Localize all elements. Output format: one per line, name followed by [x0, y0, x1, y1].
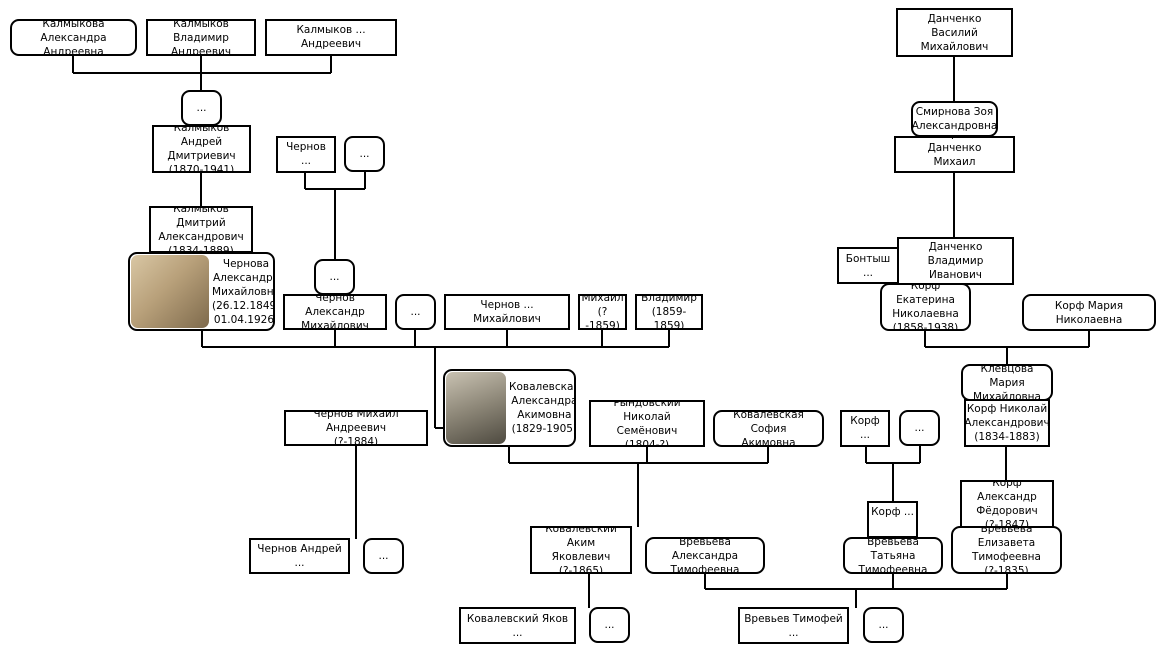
- person-p42-label: ...: [878, 619, 889, 631]
- person-p40[interactable]: Вревьева Елизавета Тимофеевна (?-1835): [951, 526, 1062, 574]
- person-p33[interactable]: Клевцова Мария Михайловна: [961, 364, 1053, 401]
- person-p25-more[interactable]: ...: [589, 607, 630, 643]
- person-p17[interactable]: Ковалевская Александра Акимовна (1829-19…: [443, 369, 576, 447]
- person-p38-label: Корф ...: [871, 506, 914, 518]
- person-p31[interactable]: Корф Екатерина Николаевна (1858-1938): [880, 283, 971, 331]
- person-p7-label: Чернова Александра Михайловна (26.12.184…: [212, 257, 275, 326]
- person-p32[interactable]: Корф Мария Николаевна: [1022, 294, 1156, 331]
- person-p30-label: Немирович-Данченко Владимир Иванович (18…: [927, 241, 984, 281]
- person-p26[interactable]: Немирович-Данченко Василий Михайлович (1…: [896, 8, 1013, 57]
- person-p5-label: Калмыков Андрей Дмитриевич (1870-1941): [167, 125, 236, 173]
- portrait-photo: [131, 255, 209, 328]
- person-p15-label: Владимир (1859-1859): [641, 294, 697, 330]
- person-p34[interactable]: Корф Николай Александрович (1834-1883): [964, 399, 1050, 447]
- person-p22[interactable]: Ковалевский Аким Яковлевич (?-1865): [530, 526, 632, 574]
- person-p24-label: Ковалевский Яков ...: [466, 612, 569, 639]
- person-p1-label: Калмыкова Александра Андреевна: [40, 19, 107, 56]
- person-p19[interactable]: Ковалевская София Акимовна: [713, 410, 824, 447]
- person-p4-label: ...: [196, 102, 207, 114]
- person-p10-more[interactable]: ...: [314, 259, 355, 295]
- person-p40-label: Вревьева Елизавета Тимофеевна (?-1835): [972, 526, 1041, 574]
- portrait-photo: [446, 372, 506, 444]
- person-p3-label: Калмыков ... Андреевич: [296, 24, 366, 50]
- person-p17-label: Ковалевская Александра Акимовна (1829-19…: [509, 381, 576, 435]
- person-p21-more[interactable]: ...: [363, 538, 404, 574]
- person-p29[interactable]: Бонтыш ...: [837, 247, 899, 284]
- person-p5[interactable]: Калмыков Андрей Дмитриевич (1870-1941): [152, 125, 251, 173]
- person-p21-label: ...: [378, 550, 389, 562]
- person-p13-label: Чернов ... Михайлович: [473, 299, 541, 325]
- person-p20[interactable]: Чернов Андрей ...: [249, 538, 350, 574]
- person-p6-label: Калмыков Дмитрий Александрович (1834-188…: [158, 206, 244, 253]
- person-p13[interactable]: Чернов ... Михайлович: [444, 294, 570, 330]
- person-p11[interactable]: Чернов Александр Михайлович: [283, 294, 387, 330]
- person-p3[interactable]: Калмыков ... Андреевич: [265, 19, 397, 56]
- person-p37-label: Корф Александр Фёдорович (?-1847): [976, 480, 1038, 528]
- person-p37[interactable]: Корф Александр Фёдорович (?-1847): [960, 480, 1054, 528]
- person-p38[interactable]: Корф ...: [867, 501, 918, 538]
- person-p36-more[interactable]: ...: [899, 410, 940, 446]
- person-p18[interactable]: Рындовский Николай Семёнович (1804-?): [589, 400, 705, 447]
- person-p23-label: Вревьева Александра Тимофеевна: [670, 537, 740, 574]
- person-p10-label: ...: [329, 271, 340, 283]
- person-p42-more[interactable]: ...: [863, 607, 904, 643]
- person-p12-more[interactable]: ...: [395, 294, 436, 330]
- person-p11-label: Чернов Александр Михайлович: [301, 294, 369, 330]
- person-p16[interactable]: Чернов Михаил Андреевич (?-1884): [284, 410, 428, 446]
- person-p29-label: Бонтыш ...: [845, 252, 891, 279]
- person-p2[interactable]: Калмыков Владимир Андреевич: [146, 19, 256, 56]
- person-p4-more[interactable]: ...: [181, 90, 222, 126]
- person-p8-label: Чернов ...: [286, 141, 326, 167]
- person-p20-label: Чернов Андрей ...: [257, 543, 342, 569]
- person-p36-label: ...: [914, 422, 925, 434]
- person-p18-label: Рындовский Николай Семёнович (1804-?): [613, 400, 681, 447]
- person-p1[interactable]: Калмыкова Александра Андреевна: [10, 19, 137, 56]
- person-p26-label: Немирович-Данченко Василий Михайлович (1…: [920, 10, 989, 55]
- person-p19-label: Ковалевская София Акимовна: [733, 410, 804, 447]
- person-p35-label: Корф ...: [850, 415, 880, 441]
- person-p14[interactable]: Михаил (?-1859): [578, 294, 627, 330]
- person-p9-label: ...: [359, 148, 370, 160]
- person-p9-more[interactable]: ...: [344, 136, 385, 172]
- person-p33-label: Клевцова Мария Михайловна: [973, 364, 1041, 401]
- person-p28-label: Немирович-Данченко Михаил Владимирович: [914, 138, 995, 171]
- person-p22-label: Ковалевский Аким Яковлевич (?-1865): [545, 526, 617, 574]
- person-p31-label: Корф Екатерина Николаевна (1858-1938): [892, 283, 959, 331]
- person-p15[interactable]: Владимир (1859-1859): [635, 294, 703, 330]
- person-p32-label: Корф Мария Николаевна: [1054, 299, 1124, 326]
- person-p14-label: Михаил (?-1859): [581, 294, 624, 330]
- person-p7[interactable]: Чернова Александра Михайловна (26.12.184…: [128, 252, 275, 331]
- person-p34-label: Корф Николай Александрович (1834-1883): [964, 403, 1050, 443]
- person-p2-label: Калмыков Владимир Андреевич: [170, 19, 232, 56]
- person-p41-label: Вревьев Тимофей ...: [744, 612, 843, 639]
- person-p41[interactable]: Вревьев Тимофей ...: [738, 607, 849, 644]
- person-p30[interactable]: Немирович-Данченко Владимир Иванович (18…: [897, 237, 1014, 285]
- person-p35[interactable]: Корф ...: [840, 410, 890, 447]
- person-p24[interactable]: Ковалевский Яков ...: [459, 607, 576, 644]
- person-p12-label: ...: [410, 306, 421, 318]
- person-p25-label: ...: [604, 619, 615, 631]
- person-p27[interactable]: Смирнова Зоя Александровна: [911, 101, 998, 137]
- person-p6[interactable]: Калмыков Дмитрий Александрович (1834-188…: [149, 206, 253, 253]
- person-p39-label: Вревьева Татьяна Тимофеевна: [858, 537, 928, 574]
- person-p8[interactable]: Чернов ...: [276, 136, 336, 173]
- person-p39[interactable]: Вревьева Татьяна Тимофеевна: [843, 537, 943, 574]
- person-p16-label: Чернов Михаил Андреевич (?-1884): [313, 410, 399, 446]
- person-p27-label: Смирнова Зоя Александровна: [911, 106, 998, 132]
- person-p28[interactable]: Немирович-Данченко Михаил Владимирович: [894, 136, 1015, 173]
- person-p23[interactable]: Вревьева Александра Тимофеевна: [645, 537, 765, 574]
